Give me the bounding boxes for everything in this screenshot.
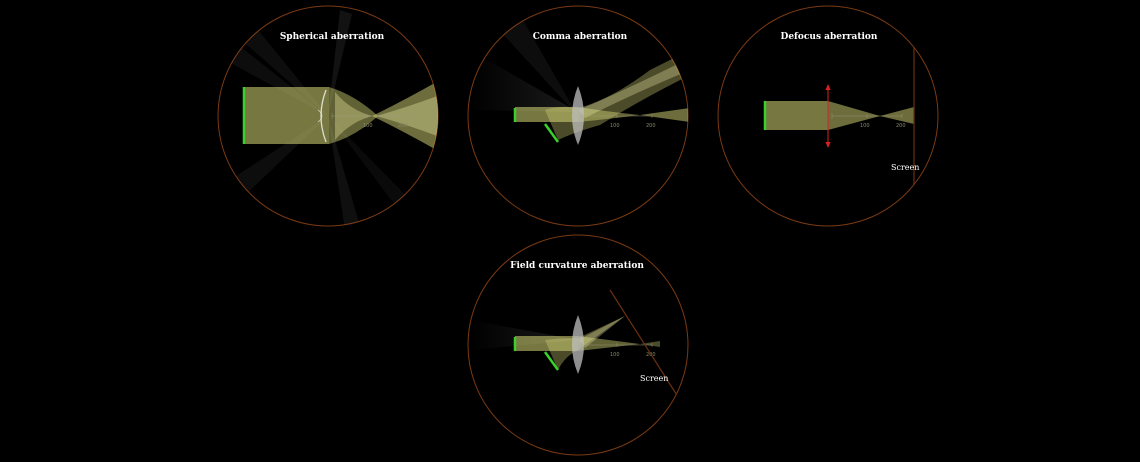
panel-field-border (467, 234, 689, 456)
field-screen-label: Screen (640, 374, 668, 383)
spherical-tick-200: 200 (398, 123, 408, 129)
field-on-axis-beam (515, 336, 578, 351)
coma-off-axis-source (543, 123, 560, 143)
field-rays: 100 200 (470, 289, 681, 401)
defocus-incoming-beam (765, 101, 828, 130)
spherical-rays: 100 200 (225, 10, 438, 226)
defocus-tick-100: 100 (860, 123, 870, 129)
panel-field-curvature-aberration: 100 200 Field curvature aberration Scree… (467, 234, 689, 456)
panel-spherical-title: Spherical aberration (280, 32, 385, 42)
field-tick-100: 100 (610, 352, 620, 358)
spherical-incoming-beam (244, 87, 329, 144)
panel-coma-title: Comma aberration (533, 32, 628, 42)
defocus-rays: 100 200 (765, 20, 915, 200)
coma-on-axis-beam (515, 107, 578, 122)
panel-defocus-title: Defocus aberration (781, 32, 878, 42)
coma-tick-100: 100 (610, 123, 620, 129)
coma-lens (572, 86, 584, 145)
panel-coma-aberration: 100 200 Comma aberration (467, 5, 689, 227)
panel-field-title: Field curvature aberration (510, 261, 644, 271)
defocus-thin-lens-arrow (825, 84, 831, 148)
coma-rays: 100 200 (470, 15, 688, 145)
panel-spherical-aberration: 100 200 Spherical aberration (217, 5, 439, 227)
field-off-axis-source (543, 351, 560, 371)
defocus-screen-label: Screen (891, 163, 919, 172)
defocus-tick-200: 200 (896, 123, 906, 129)
field-screen (609, 289, 681, 401)
coma-tick-200: 200 (646, 123, 656, 129)
panel-defocus-aberration: 100 200 Defocus aberration Screen (717, 5, 939, 227)
field-lens (572, 315, 584, 374)
spherical-tick-100: 100 (363, 123, 373, 129)
panel-defocus-border (717, 5, 939, 227)
